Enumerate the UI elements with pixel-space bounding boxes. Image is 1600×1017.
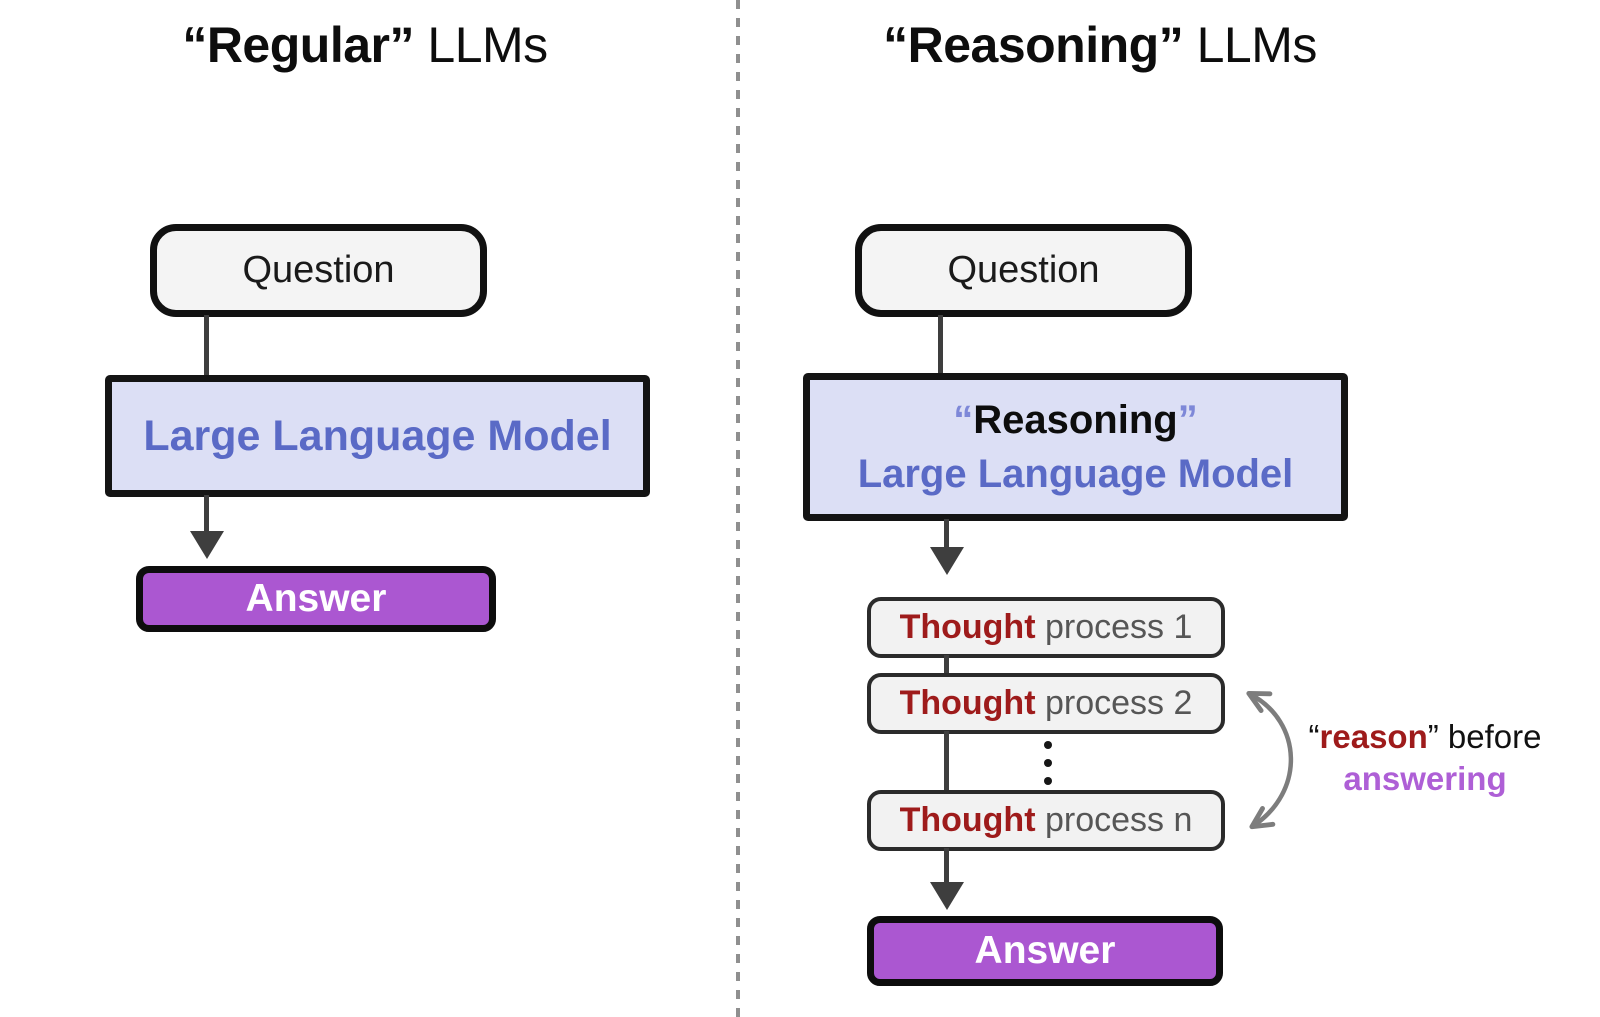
thought-2-bold: Thought <box>899 684 1036 722</box>
right-connector-thought2-to-thoughtn <box>944 731 949 793</box>
left-answer-label: Answer <box>245 577 387 620</box>
annotation-close-quote: ” <box>1427 718 1439 755</box>
right-reasoning-llm-box: “Reasoning” Large Language Model <box>803 373 1348 521</box>
thought-n-bold: Thought <box>899 801 1036 839</box>
right-llm-open-quote: “ <box>953 398 974 442</box>
right-llm-line1: “Reasoning” <box>953 393 1197 447</box>
thought-1-bold: Thought <box>899 608 1036 646</box>
right-connector-thoughtn-to-answer <box>944 848 949 884</box>
right-connector-question-to-llm <box>938 315 943 375</box>
left-title-rest: LLMs <box>414 17 548 73</box>
right-connector-llm-to-thoughts <box>944 519 949 549</box>
left-question-label: Question <box>242 249 395 291</box>
annotation-before: before <box>1438 718 1542 755</box>
left-llm-label: Large Language Model <box>143 411 612 460</box>
thought-n-label: Thought process n <box>900 801 1193 840</box>
left-answer-box: Answer <box>136 566 496 632</box>
right-title-quoted: “Reasoning” <box>883 17 1184 73</box>
right-llm-line2: Large Language Model <box>857 452 1294 496</box>
right-llm-word: Reasoning <box>973 398 1178 442</box>
arrow-down-icon <box>930 882 964 910</box>
arrow-down-icon <box>930 547 964 575</box>
right-panel-title: “Reasoning” LLMs <box>850 16 1350 74</box>
right-question-label: Question <box>947 249 1100 291</box>
arrow-down-icon <box>190 531 224 559</box>
left-llm-box: Large Language Model <box>105 375 650 497</box>
thought-process-1-box: Thought process 1 <box>867 597 1225 658</box>
thought-1-label: Thought process 1 <box>900 608 1193 647</box>
annotation-text: “reason” before answering <box>1300 716 1550 800</box>
thought-1-rest: process 1 <box>1035 608 1193 646</box>
annotation-answering: answering <box>1343 760 1507 797</box>
vertical-ellipsis-icon <box>1044 777 1052 785</box>
thought-2-rest: process 2 <box>1035 684 1193 722</box>
right-answer-box: Answer <box>867 916 1223 986</box>
curved-double-headed-arrow-icon <box>1246 690 1294 830</box>
left-connector-question-to-llm <box>204 315 209 377</box>
thought-n-rest: process n <box>1035 801 1193 839</box>
thought-process-2-box: Thought process 2 <box>867 673 1225 734</box>
vertical-ellipsis-icon <box>1044 741 1052 749</box>
annotation-line1: “reason” before <box>1300 716 1550 758</box>
left-question-box: Question <box>150 224 487 317</box>
right-answer-label: Answer <box>974 929 1116 972</box>
right-question-box: Question <box>855 224 1192 317</box>
thought-process-n-box: Thought process n <box>867 790 1225 851</box>
annotation-reason: reason <box>1319 718 1428 755</box>
left-title-quoted: “Regular” <box>182 17 414 73</box>
right-title-rest: LLMs <box>1183 17 1318 73</box>
right-connector-thought1-to-thought2 <box>944 655 949 677</box>
annotation-open-quote: “ <box>1308 718 1320 755</box>
left-panel-title: “Regular” LLMs <box>65 16 665 74</box>
annotation-line2: answering <box>1300 758 1550 800</box>
divider-dashed-line <box>736 0 740 1017</box>
left-connector-llm-to-answer <box>204 495 209 533</box>
right-llm-close-quote: ” <box>1177 398 1198 442</box>
vertical-ellipsis-icon <box>1044 759 1052 767</box>
thought-2-label: Thought process 2 <box>900 684 1193 723</box>
